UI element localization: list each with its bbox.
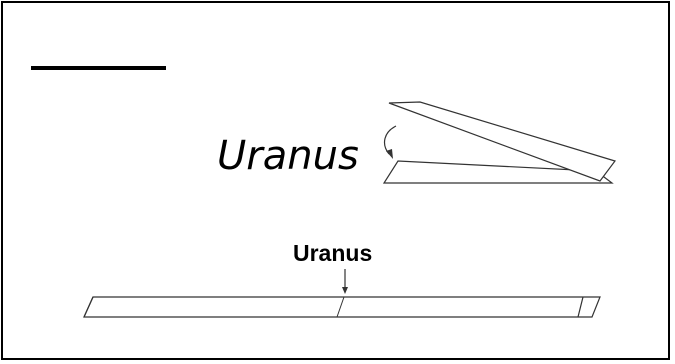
folded-strip-top-half	[388, 101, 616, 182]
fold-arrowhead-icon	[386, 149, 393, 159]
label-pointer-arrowhead-icon	[342, 287, 348, 294]
answer-blank-line	[31, 66, 166, 70]
folded-strip-label: Uranus	[217, 133, 359, 179]
long-paper-strip	[83, 296, 601, 318]
strip-position-label: Uranus	[293, 240, 373, 266]
strip-left-end-edge	[83, 296, 94, 318]
strip-position-mark	[336, 296, 345, 318]
strip-right-end-crease	[577, 296, 584, 318]
